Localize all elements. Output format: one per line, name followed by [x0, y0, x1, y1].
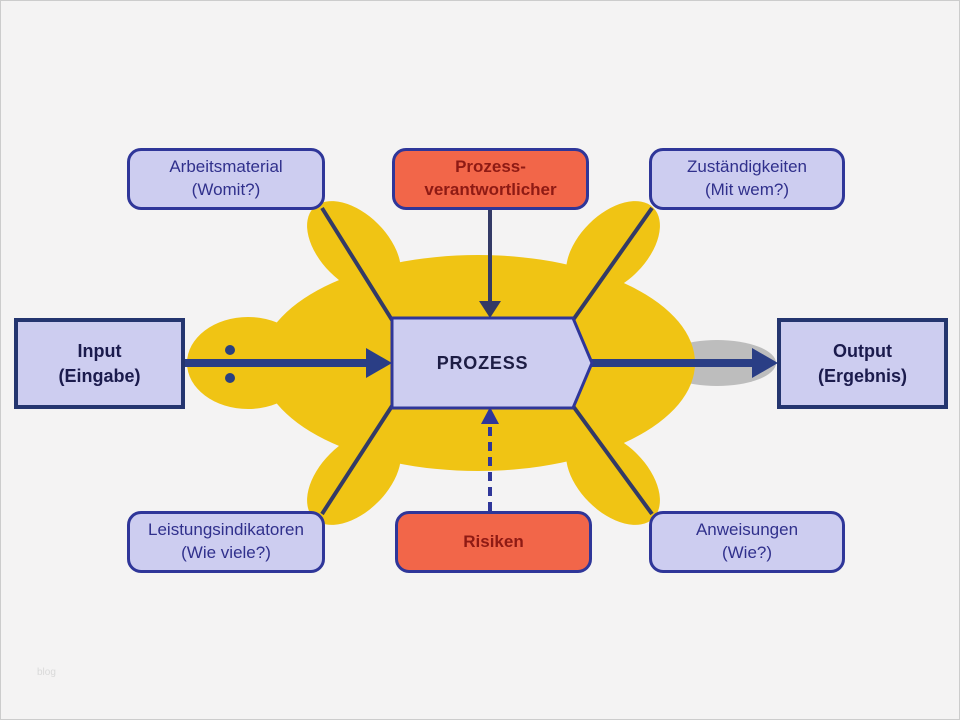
arrow-prozessverantwortlicher-head	[479, 301, 501, 318]
node-leistungsindikatoren: Leistungsindikatoren (Wie viele?)	[127, 511, 325, 573]
node-arbeitsmaterial-line1: Arbeitsmaterial	[169, 157, 283, 177]
node-output-line2: (Ergebnis)	[817, 365, 907, 386]
node-risiken-text: Risiken	[463, 531, 524, 551]
arrow-output-head	[752, 348, 778, 378]
node-arbeitsmaterial: Arbeitsmaterial (Womit?)	[127, 148, 325, 210]
arrow-risiken-head	[481, 407, 499, 424]
turtle-leg-top-right	[566, 201, 660, 295]
node-zustaendigkeiten-line2: (Mit wem?)	[704, 180, 790, 199]
arrow-input-head	[366, 348, 392, 378]
connector-zustaendigkeiten	[571, 206, 654, 322]
node-output: Output (Ergebnis)	[777, 318, 948, 409]
watermark-text: blog	[37, 667, 56, 678]
node-prozessverantwortlicher-line1: Prozess-	[455, 157, 526, 177]
connector-anweisungen	[571, 404, 654, 516]
turtle-eye-top	[225, 345, 235, 355]
node-risiken: Risiken	[395, 511, 592, 573]
node-leistungsindikatoren-line1: Leistungsindikatoren	[148, 520, 304, 540]
prozess-shape	[390, 316, 594, 410]
node-anweisungen-line1: Anweisungen	[695, 520, 799, 540]
node-input: Input (Eingabe)	[14, 318, 185, 409]
node-leistungsindikatoren-line2: (Wie viele?)	[181, 543, 271, 562]
node-input-line2: (Eingabe)	[58, 365, 141, 386]
node-anweisungen: Anweisungen (Wie?)	[649, 511, 845, 573]
turtle-leg-bottom-right	[566, 431, 660, 525]
node-anweisungen-line2: (Wie?)	[721, 543, 773, 562]
node-zustaendigkeiten-line1: Zuständigkeiten	[686, 157, 808, 177]
connector-leistungsindikatoren	[320, 404, 394, 516]
connector-arbeitsmaterial	[320, 206, 394, 322]
node-arbeitsmaterial-line2: (Womit?)	[191, 180, 261, 199]
node-prozessverantwortlicher-line2: verantwortlicher	[424, 180, 557, 199]
node-output-line1: Output	[833, 341, 892, 362]
turtle-eye-bottom	[225, 373, 235, 383]
node-input-line1: Input	[77, 341, 122, 362]
node-zustaendigkeiten: Zuständigkeiten (Mit wem?)	[649, 148, 845, 210]
node-prozessverantwortlicher: Prozess- verantwortlicher	[392, 148, 589, 210]
